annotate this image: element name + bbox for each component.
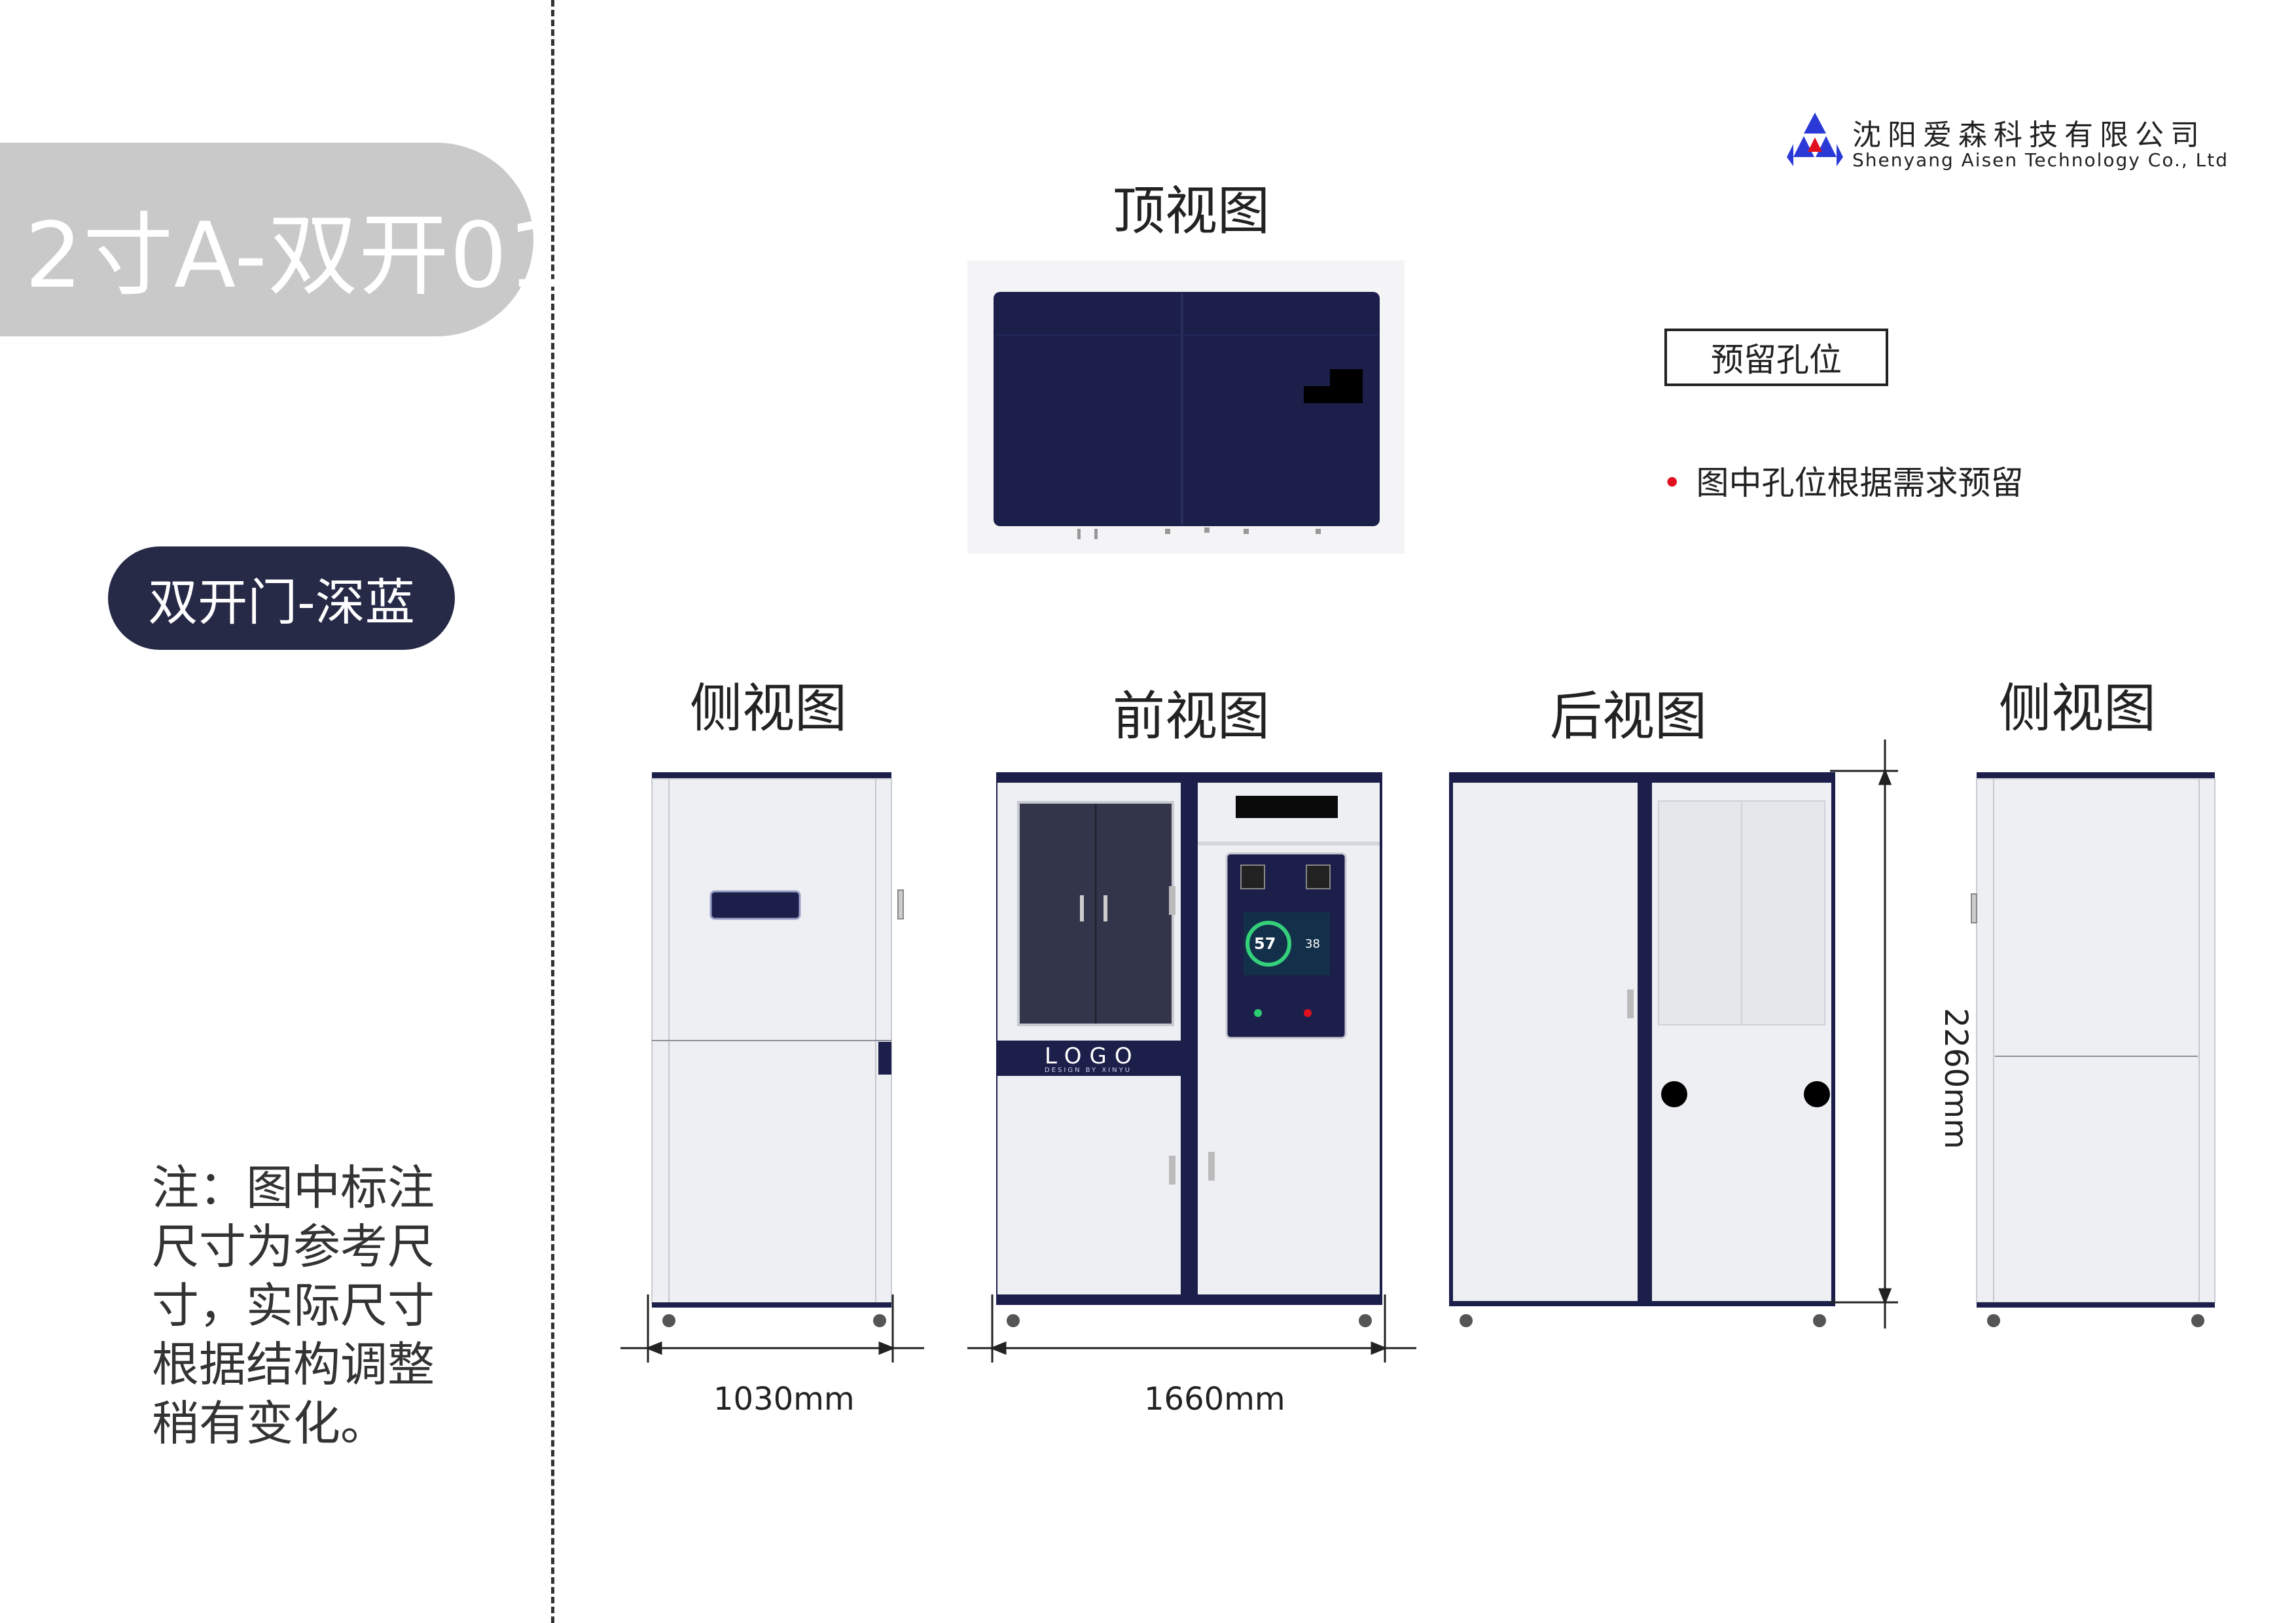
dimension-lines [620,740,1898,1363]
front-view-label: 前视图 [1113,686,1270,747]
reserved-holes-legend: 预留孔位 [1664,329,1888,386]
front-logo-text: LOGO [1045,1043,1140,1069]
depth-dimension: 1030mm [713,1381,855,1418]
left-side-view-label: 侧视图 [690,678,847,739]
front-view-drawing [996,772,1382,1327]
variant-badge: 双开门-深蓝 [108,546,455,650]
bullet-icon: • [1662,464,1682,502]
reserved-holes-note: • 图中孔位根据需求预留 [1662,457,2024,504]
left-side-view-drawing [651,772,904,1327]
screen-main-value: 57 [1254,935,1276,953]
top-view-drawing [967,260,1405,554]
dimension-note: 注：图中标注尺寸为参考尺寸，实际尺寸根据结构调整稍有变化。 [152,1160,435,1451]
dashed-divider [551,0,554,1623]
width-dimension: 1660mm [1144,1381,1285,1418]
company-name-en: Shenyang Aisen Technology Co., Ltd [1852,149,2229,171]
height-dimension: 2260mm [1937,1008,1974,1149]
title-banner [0,143,533,336]
back-view-drawing [1449,772,1835,1327]
top-view-label: 顶视图 [1113,181,1270,241]
reserved-holes-note-text: 图中孔位根据需求预留 [1696,464,2024,502]
page-title: 2寸A-双开01 [25,203,566,308]
diamond-triangles-logo-icon [1787,113,1843,166]
right-side-view-label: 侧视图 [1999,678,2156,739]
back-view-label: 后视图 [1550,686,1707,747]
screen-side-value: 38 [1305,937,1320,951]
right-side-view-drawing [1971,772,2215,1327]
company-name-cn: 沈阳爱森科技有限公司 [1852,118,2206,152]
front-logo-subtext: DESIGN BY XINYU [1045,1067,1132,1074]
